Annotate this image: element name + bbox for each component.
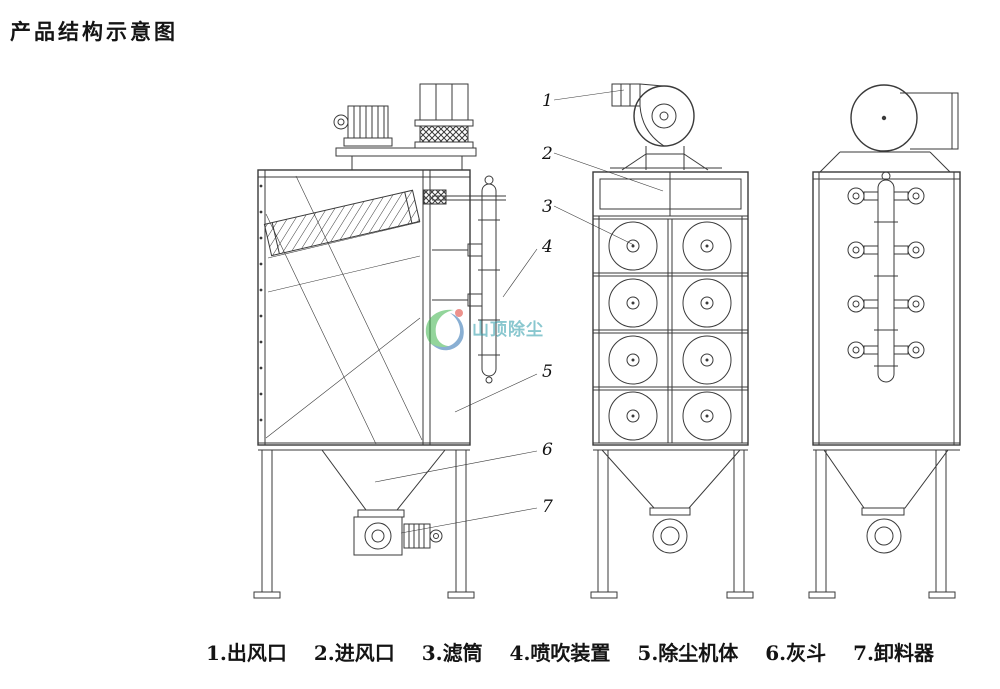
rear-fan-inlet [819,84,959,173]
legend-item: 4.喷吹装置 [509,641,611,665]
view-front [590,83,754,599]
side-filter-cartridge [263,189,421,257]
legend-item: 1.出风口 [205,641,287,665]
callout-numbers: 1 2 3 4 5 6 7 [541,91,553,517]
callout-1: 1 [542,91,553,111]
side-hopper [258,442,470,518]
side-pulse-jet-assembly [423,175,506,384]
front-fan [610,83,722,171]
callout-leaders [374,89,664,534]
rear-body [812,171,961,446]
legend-item: 6.灰斗 [765,641,827,665]
front-legs [590,450,754,599]
side-top-motor [333,105,477,170]
side-legs [253,450,475,599]
rear-legs [808,450,956,599]
legend-item: 7.卸料器 [853,641,935,665]
callout-4: 4 [541,237,553,257]
front-hopper [593,442,748,516]
view-side [253,83,506,599]
front-inlet-plenum [592,171,749,217]
front-cartridge-circles [608,221,732,441]
callout-7: 7 [542,497,553,517]
page-title: 产品结构示意图 [10,20,178,44]
legend-item: 5.除尘机体 [637,641,739,665]
rear-hopper [813,442,960,516]
parts-legend: 1.出风口 2.进风口 3.滤筒 4.喷吹装置 5.除尘机体 6.灰斗 7.卸料… [150,637,990,666]
legend-item: 2.进风口 [313,641,395,665]
rear-pulse-header [847,171,925,383]
callout-3: 3 [542,197,553,217]
view-rear [808,84,961,599]
front-body [592,171,749,446]
front-rotary-valve [652,518,688,554]
legend-item: 3.滤筒 [421,641,483,665]
side-rotary-valve [353,516,443,556]
rear-rotary-valve [866,518,902,554]
side-body [257,169,471,446]
callout-5: 5 [542,362,553,382]
callout-2: 2 [541,144,553,164]
callout-6: 6 [542,440,553,460]
side-outlet-duct [414,83,474,149]
